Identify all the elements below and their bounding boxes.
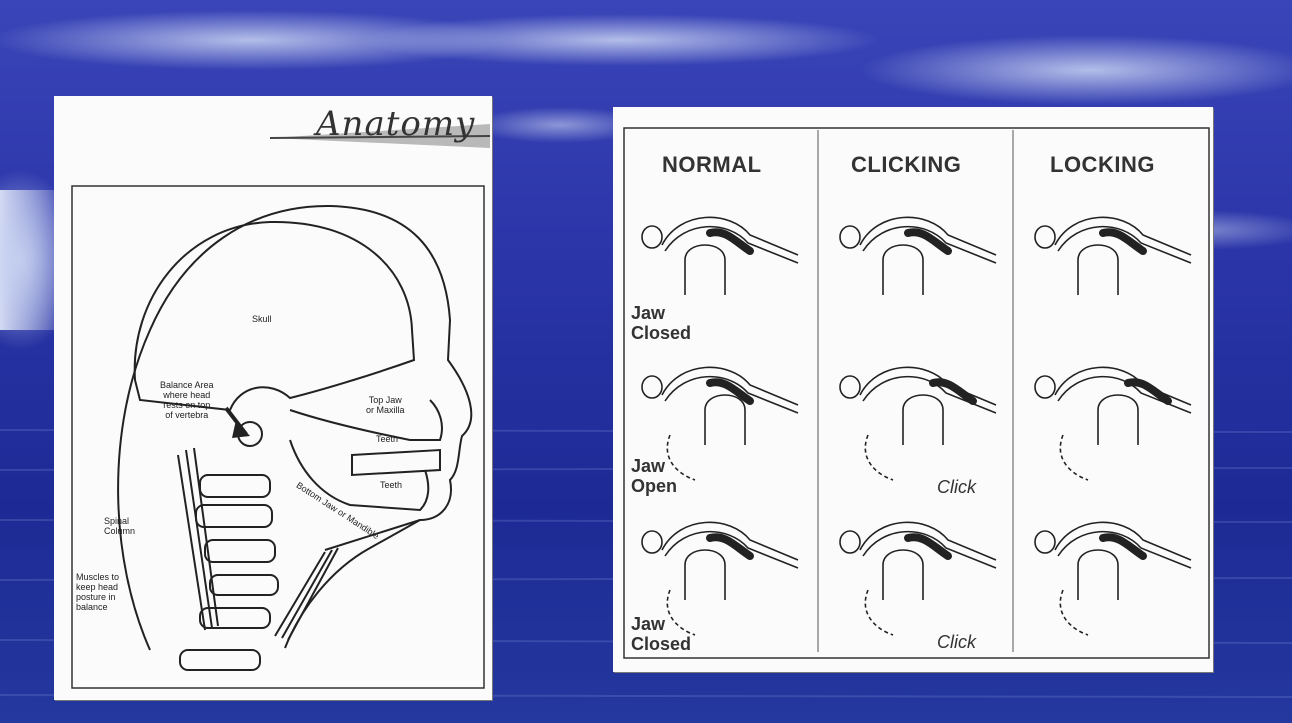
row-label-jaw-open: Jaw Open bbox=[631, 456, 677, 496]
joint-locking-closed bbox=[1035, 217, 1191, 295]
column-header-normal: NORMAL bbox=[662, 152, 762, 178]
row-label-jaw-closed-1: Jaw Closed bbox=[631, 303, 691, 343]
click-label-closed: Click bbox=[937, 632, 976, 653]
tmj-frame bbox=[624, 128, 1209, 658]
joint-clicking-closed bbox=[840, 217, 996, 295]
row-label-jaw-closed-2: Jaw Closed bbox=[631, 614, 691, 654]
click-label-open: Click bbox=[937, 477, 976, 498]
column-header-clicking: CLICKING bbox=[851, 152, 961, 178]
joint-locking-closed-2 bbox=[1035, 522, 1191, 635]
joint-locking-open bbox=[1035, 367, 1191, 480]
column-header-locking: LOCKING bbox=[1050, 152, 1155, 178]
joint-clicking-closed-2 bbox=[840, 522, 996, 635]
joint-clicking-open bbox=[840, 367, 996, 480]
joint-normal-closed bbox=[642, 217, 798, 295]
